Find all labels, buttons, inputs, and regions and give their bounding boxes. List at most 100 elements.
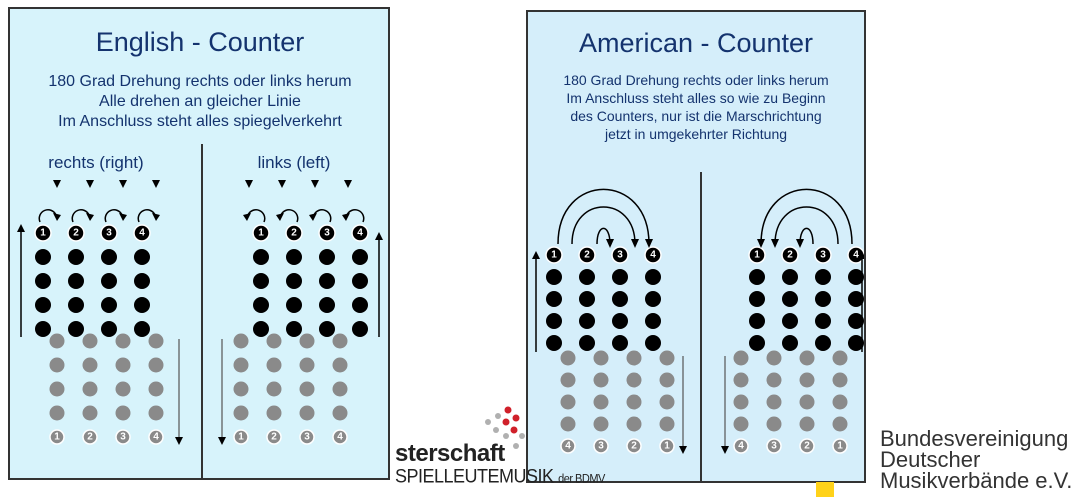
number-dot-after (560, 438, 576, 454)
number-dot-after (115, 429, 131, 445)
number-label: 3 (617, 250, 623, 261)
player-dot-after (299, 381, 315, 397)
player-dot-after (733, 350, 749, 366)
player-dot-after (832, 416, 848, 432)
player-dot (319, 297, 335, 313)
player-dot-after (332, 381, 348, 397)
number-dot (318, 224, 336, 242)
number-dot-after (626, 438, 642, 454)
player-dot-after (82, 381, 98, 397)
marker-icon (86, 180, 94, 188)
number-label-after: 3 (598, 441, 604, 452)
player-dot-after (799, 372, 815, 388)
player-dot (352, 273, 368, 289)
player-dot (35, 249, 51, 265)
logo-yellow-square (816, 482, 834, 497)
player-dot-after (148, 333, 164, 349)
player-dot-after (82, 333, 98, 349)
logo-right-line2: Deutscher (880, 447, 981, 472)
player-dot (68, 273, 84, 289)
turn-arrow-head-icon (243, 213, 251, 221)
english-counter-diagram: English - Counter 180 Grad Drehung recht… (17, 27, 383, 478)
marker-icon (53, 180, 61, 188)
number-dot-after (266, 429, 282, 445)
player-dot-after (299, 333, 315, 349)
marker-icon (119, 180, 127, 188)
number-dot-after (82, 429, 98, 445)
player-dot (815, 291, 831, 307)
number-label-after: 4 (153, 432, 159, 443)
number-label: 4 (357, 228, 363, 239)
player-dot (546, 269, 562, 285)
turn-arrow-icon (247, 209, 266, 223)
number-label-after: 2 (631, 441, 637, 452)
player-dot-after (332, 333, 348, 349)
player-dot-after (659, 394, 675, 410)
number-dot-after (733, 438, 749, 454)
player-dot-after (115, 405, 131, 421)
number-label: 2 (291, 228, 297, 239)
player-dot (848, 291, 864, 307)
player-dot-after (82, 405, 98, 421)
player-dot-after (626, 350, 642, 366)
player-dot (319, 249, 335, 265)
turn-arrow-icon (71, 209, 90, 223)
number-label-after: 2 (87, 432, 93, 443)
number-dot-after (233, 429, 249, 445)
turn-arrow-icon (137, 209, 156, 223)
player-dot (134, 297, 150, 313)
turn-arrow-head-icon (276, 213, 284, 221)
turn-arrow-head-icon (53, 213, 61, 221)
player-dot (319, 273, 335, 289)
number-label: 3 (820, 250, 826, 261)
player-dot-after (115, 381, 131, 397)
rotation-arrow-head-icon (757, 239, 765, 248)
number-dot (578, 246, 596, 264)
player-dot (253, 249, 269, 265)
player-dot (68, 297, 84, 313)
player-dot (68, 321, 84, 337)
player-dot (134, 273, 150, 289)
right-label: rechts (right) (48, 153, 143, 172)
rotation-arrow-head-icon (771, 239, 779, 248)
player-dot-after (626, 416, 642, 432)
player-dot (612, 269, 628, 285)
turn-arrow-head-icon (342, 213, 350, 221)
player-dot-after (832, 350, 848, 366)
number-label-after: 4 (565, 441, 571, 452)
number-label-after: 1 (664, 441, 670, 452)
player-dot-after (593, 416, 609, 432)
english-line-1: 180 Grad Drehung rechts oder links herum (48, 73, 351, 90)
player-dot-after (115, 357, 131, 373)
number-label-after: 1 (54, 432, 60, 443)
player-dot (848, 313, 864, 329)
player-dot (253, 297, 269, 313)
player-dot-after (49, 357, 65, 373)
player-dot (101, 273, 117, 289)
english-line-2: Alle drehen an gleicher Linie (99, 93, 301, 110)
american-line-2: Im Anschluss steht alles so wie zu Begin… (566, 90, 825, 106)
player-dot-after (766, 372, 782, 388)
player-dot-after (233, 357, 249, 373)
player-dot-after (733, 372, 749, 388)
turn-arrow-icon (280, 209, 299, 223)
player-dot (286, 321, 302, 337)
rotation-arrow-head-icon (606, 239, 614, 248)
rotation-arc-icon (774, 206, 839, 245)
player-dot (579, 291, 595, 307)
player-dot-after (560, 350, 576, 366)
player-dot (645, 291, 661, 307)
rotation-arrow-head-icon (631, 239, 639, 248)
player-dot (749, 313, 765, 329)
player-dot-after (733, 394, 749, 410)
arrow-head-icon (721, 446, 729, 454)
number-dot-after (799, 438, 815, 454)
player-dot-after (832, 394, 848, 410)
player-dot (253, 321, 269, 337)
turn-arrow-head-icon (309, 213, 317, 221)
player-dot (546, 313, 562, 329)
player-dot (101, 249, 117, 265)
logo-left-line2-text: SPIELLEUTEMUSIK (395, 464, 554, 487)
player-dot-after (233, 333, 249, 349)
